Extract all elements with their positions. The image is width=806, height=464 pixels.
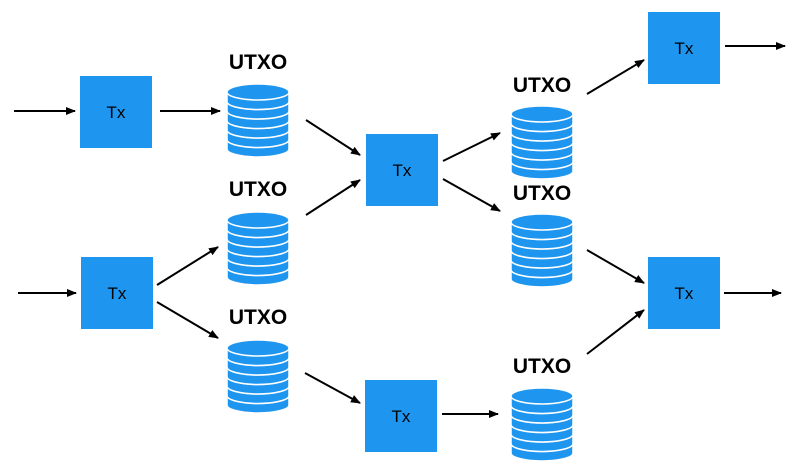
disk-top <box>510 387 574 405</box>
edge-u4-tx5 <box>586 59 645 95</box>
tx-node: Tx <box>80 76 152 148</box>
tx-node: Tx <box>366 134 438 206</box>
edge-tx3-u5 <box>442 178 501 212</box>
tx-node: Tx <box>365 380 437 452</box>
disk-top <box>226 211 290 229</box>
tx-box <box>365 380 437 452</box>
tx-label: Tx <box>393 161 412 180</box>
edge-u5-tx6 <box>586 249 645 284</box>
utxo-database-icon <box>510 213 574 288</box>
edge-tx2-u3 <box>156 301 219 339</box>
tx-box <box>81 257 153 329</box>
tx-label: Tx <box>675 284 694 303</box>
disk-top <box>510 213 574 231</box>
utxo-label: UTXO <box>229 306 287 329</box>
edge-u6-tx6 <box>586 309 645 355</box>
utxo-label: UTXO <box>229 178 287 201</box>
utxo-database-icon <box>226 83 290 158</box>
disk-top <box>226 83 290 101</box>
tx-label: Tx <box>392 407 411 426</box>
edge-tx2-u2 <box>156 246 219 286</box>
disk-top <box>510 105 574 123</box>
edge-tx3-u4 <box>442 132 501 162</box>
tx-label: Tx <box>107 103 126 122</box>
edge-u1-tx3 <box>305 119 361 156</box>
tx-label: Tx <box>108 284 127 303</box>
tx-label: Tx <box>675 39 694 58</box>
utxo-database-icon <box>226 339 290 414</box>
utxo-label: UTXO <box>513 182 571 205</box>
utxo-label: UTXO <box>229 51 287 74</box>
tx-node: Tx <box>81 257 153 329</box>
disk-top <box>226 339 290 357</box>
edge-u2-tx3 <box>305 179 361 216</box>
tx-box <box>366 134 438 206</box>
tx-box <box>648 12 720 84</box>
utxo-database-icon <box>510 105 574 180</box>
utxo-stacks <box>226 83 574 462</box>
utxo-label: UTXO <box>513 74 571 97</box>
utxo-database-icon <box>510 387 574 462</box>
utxo-database-icon <box>226 211 290 286</box>
tx-box <box>648 257 720 329</box>
edge-u3-tx4 <box>304 372 361 404</box>
edges <box>14 42 786 418</box>
tx-node: Tx <box>648 257 720 329</box>
tx-box <box>80 76 152 148</box>
utxo-labels: UTXO UTXO UTXO UTXO UTXO UTXO <box>229 51 571 378</box>
tx-nodes: Tx Tx Tx Tx Tx Tx <box>80 12 720 452</box>
utxo-label: UTXO <box>513 355 571 378</box>
tx-node: Tx <box>648 12 720 84</box>
